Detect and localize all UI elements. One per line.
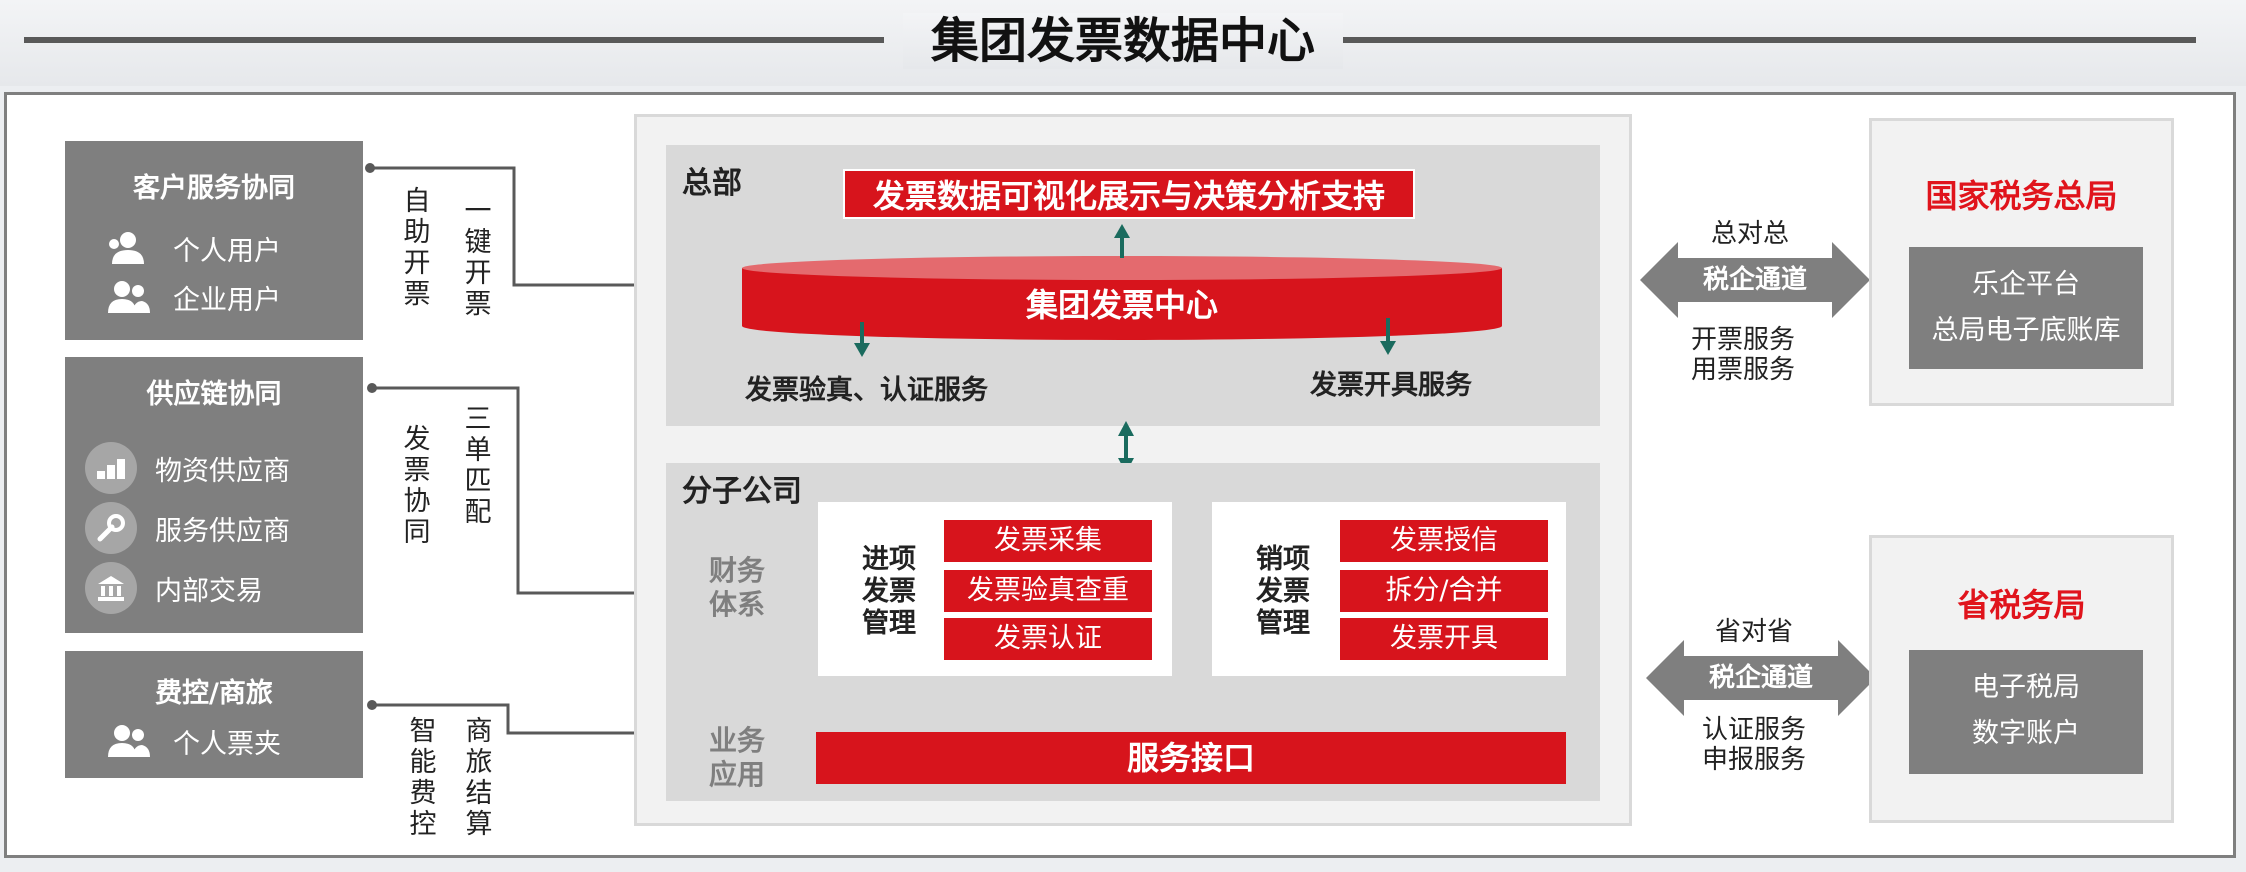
item-label: 个人用户 — [173, 235, 281, 267]
coins-icon — [85, 442, 137, 494]
hq-label: 总部 — [682, 166, 742, 201]
business-app-label: 业务应用 — [708, 724, 765, 791]
group-invoice-center-label: 集团发票中心 — [1025, 286, 1218, 324]
national-service-1: 开票服务 — [1690, 325, 1795, 355]
item-label: 企业用户 — [173, 284, 281, 316]
list-item-material-supplier: 物资供应商 — [85, 442, 290, 494]
input-certify-item: 发票认证 — [944, 618, 1152, 660]
input-verify-item: 发票验真查重 — [944, 570, 1152, 612]
national-double-arrow — [1640, 242, 1870, 318]
hq-issue-service: 发票开具服务 — [1310, 370, 1472, 401]
national-tax-title: 国家税务总局 — [1925, 177, 2118, 215]
viz-decision-bar: 发票数据可视化展示与决策分析支持 — [843, 169, 1415, 219]
person-icon — [105, 228, 151, 268]
provincial-channel-label: 税企通道 — [1708, 663, 1813, 693]
input-collect-item: 发票采集 — [944, 520, 1152, 562]
national-system-line-2: 总局电子底账库 — [1931, 315, 2121, 346]
provincial-tax-title: 省税务局 — [1957, 586, 2086, 624]
national-system-line-1: 乐企平台 — [1972, 269, 2080, 300]
finance-system-label: 财务体系 — [708, 554, 765, 621]
item-label: 物资供应商 — [155, 455, 290, 487]
list-item-service-supplier: 服务供应商 — [85, 502, 290, 554]
group-invoice-center-cylinder — [742, 256, 1502, 340]
item-label: 服务供应商 — [155, 515, 290, 547]
provincial-system-line-2: 数字账户 — [1972, 718, 2080, 749]
output-split-merge-item: 拆分/合并 — [1340, 570, 1548, 612]
output-issue-item: 发票开具 — [1340, 618, 1548, 660]
expense-travel-title: 费控/商旅 — [155, 678, 273, 709]
service-interface-bar: 服务接口 — [816, 732, 1566, 784]
bank-icon — [85, 562, 137, 614]
provincial-service-2: 申报服务 — [1701, 745, 1806, 775]
group-icon — [105, 277, 151, 317]
provincial-tax-box: 省税务局 电子税局 数字账户 — [1869, 535, 2174, 823]
customer-service-title: 客户服务协同 — [133, 173, 295, 204]
provincial-top-label: 省对省 — [1714, 617, 1793, 647]
item-label: 个人票夹 — [173, 728, 281, 760]
item-label: 内部交易 — [155, 575, 263, 607]
national-top-label: 总对总 — [1710, 219, 1789, 249]
national-systems-box: 乐企平台 总局电子底账库 — [1909, 247, 2143, 369]
page-title: 集团发票数据中心 — [0, 6, 2246, 76]
input-invoice-label: 进项发票管理 — [862, 544, 916, 639]
output-credit-item: 发票授信 — [1340, 520, 1548, 562]
output-invoice-label: 销项发票管理 — [1256, 544, 1310, 639]
provincial-systems-box: 电子税局 数字账户 — [1909, 650, 2143, 774]
title-rule-right — [1306, 37, 2196, 43]
provincial-system-line-1: 电子税局 — [1972, 672, 2080, 703]
connector-label-smart-expense: 智能费控 — [409, 716, 437, 840]
list-item-internal-trade: 内部交易 — [85, 562, 263, 614]
national-service-2: 用票服务 — [1690, 355, 1795, 385]
national-channel-label: 税企通道 — [1702, 265, 1807, 295]
provincial-double-arrow — [1646, 640, 1876, 716]
connector-label-invoice-collab: 发票协同 — [403, 424, 431, 548]
wrench-icon — [85, 502, 137, 554]
group-icon — [105, 721, 151, 761]
branch-label: 分子公司 — [682, 474, 802, 509]
national-tax-box: 国家税务总局 乐企平台 总局电子底账库 — [1869, 118, 2174, 406]
connector-label-travel-settle: 商旅结算 — [465, 716, 493, 840]
hq-verify-service: 发票验真、认证服务 — [745, 375, 988, 406]
supply-chain-box: 供应链协同 物资供应商 服务供应商 内部交易 — [65, 357, 363, 633]
list-item-personal-ticket: 个人票夹 — [105, 721, 281, 761]
provincial-service-1: 认证服务 — [1701, 715, 1806, 745]
title-rule-left — [24, 37, 884, 43]
connector-label-three-way-match: 三单匹配 — [464, 404, 492, 528]
expense-travel-box: 费控/商旅 个人票夹 — [65, 651, 363, 778]
customer-service-box: 客户服务协同 个人用户 企业用户 — [65, 141, 363, 340]
list-item-personal-user: 个人用户 — [105, 228, 281, 268]
connector-label-one-click: 一键开票 — [464, 196, 492, 320]
connector-label-self-invoice: 自助开票 — [403, 186, 431, 310]
supply-chain-title: 供应链协同 — [146, 379, 282, 410]
list-item-enterprise-user: 企业用户 — [105, 277, 281, 317]
